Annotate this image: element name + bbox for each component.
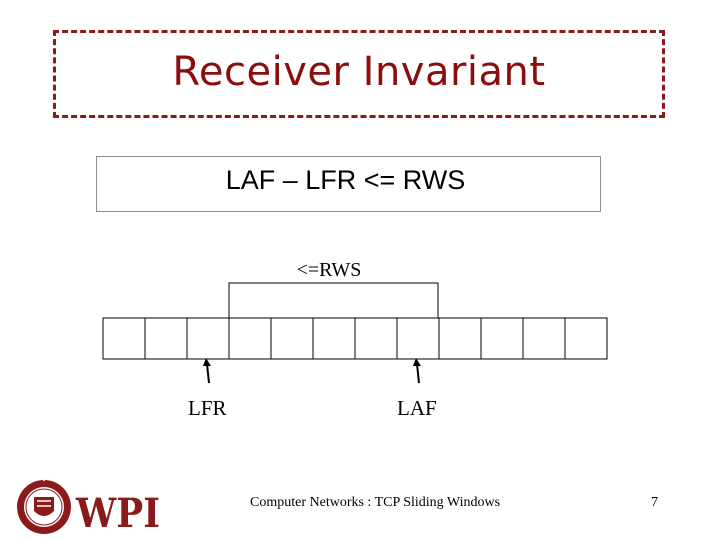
lfr-arrow-icon: [203, 358, 211, 384]
laf-arrow-icon: [413, 358, 421, 384]
lfr-label: LFR: [188, 396, 227, 420]
invariant-formula: LAF – LFR <= RWS: [225, 164, 466, 195]
page-number: 7: [651, 495, 658, 510]
frame-cell: [480, 317, 524, 360]
frame-cell: [396, 317, 440, 360]
frame-cell: [144, 317, 188, 360]
frame-cell: [228, 317, 272, 360]
frame-cell: [102, 317, 146, 360]
wpi-logo: WPI: [17, 479, 160, 537]
wpi-wordmark: WPI: [75, 490, 160, 537]
window-label: <=RWS: [297, 259, 362, 281]
frame-cell: [522, 317, 566, 360]
slide-title: Receiver Invariant: [172, 49, 546, 95]
laf-label: LAF: [397, 396, 437, 420]
title-box: Receiver Invariant: [53, 30, 665, 118]
formula-box: LAF – LFR <= RWS: [96, 156, 601, 212]
frame-cell: [354, 317, 398, 360]
frame-row: [102, 317, 608, 360]
frame-cell: [270, 317, 314, 360]
frame-cell: [438, 317, 482, 360]
frame-cell: [312, 317, 356, 360]
wpi-seal-icon: [17, 479, 71, 534]
frame-cell: [186, 317, 230, 360]
frame-cell: [564, 317, 608, 360]
footer-text: Computer Networks : TCP Sliding Windows: [250, 495, 501, 510]
window-bracket: [228, 282, 439, 318]
